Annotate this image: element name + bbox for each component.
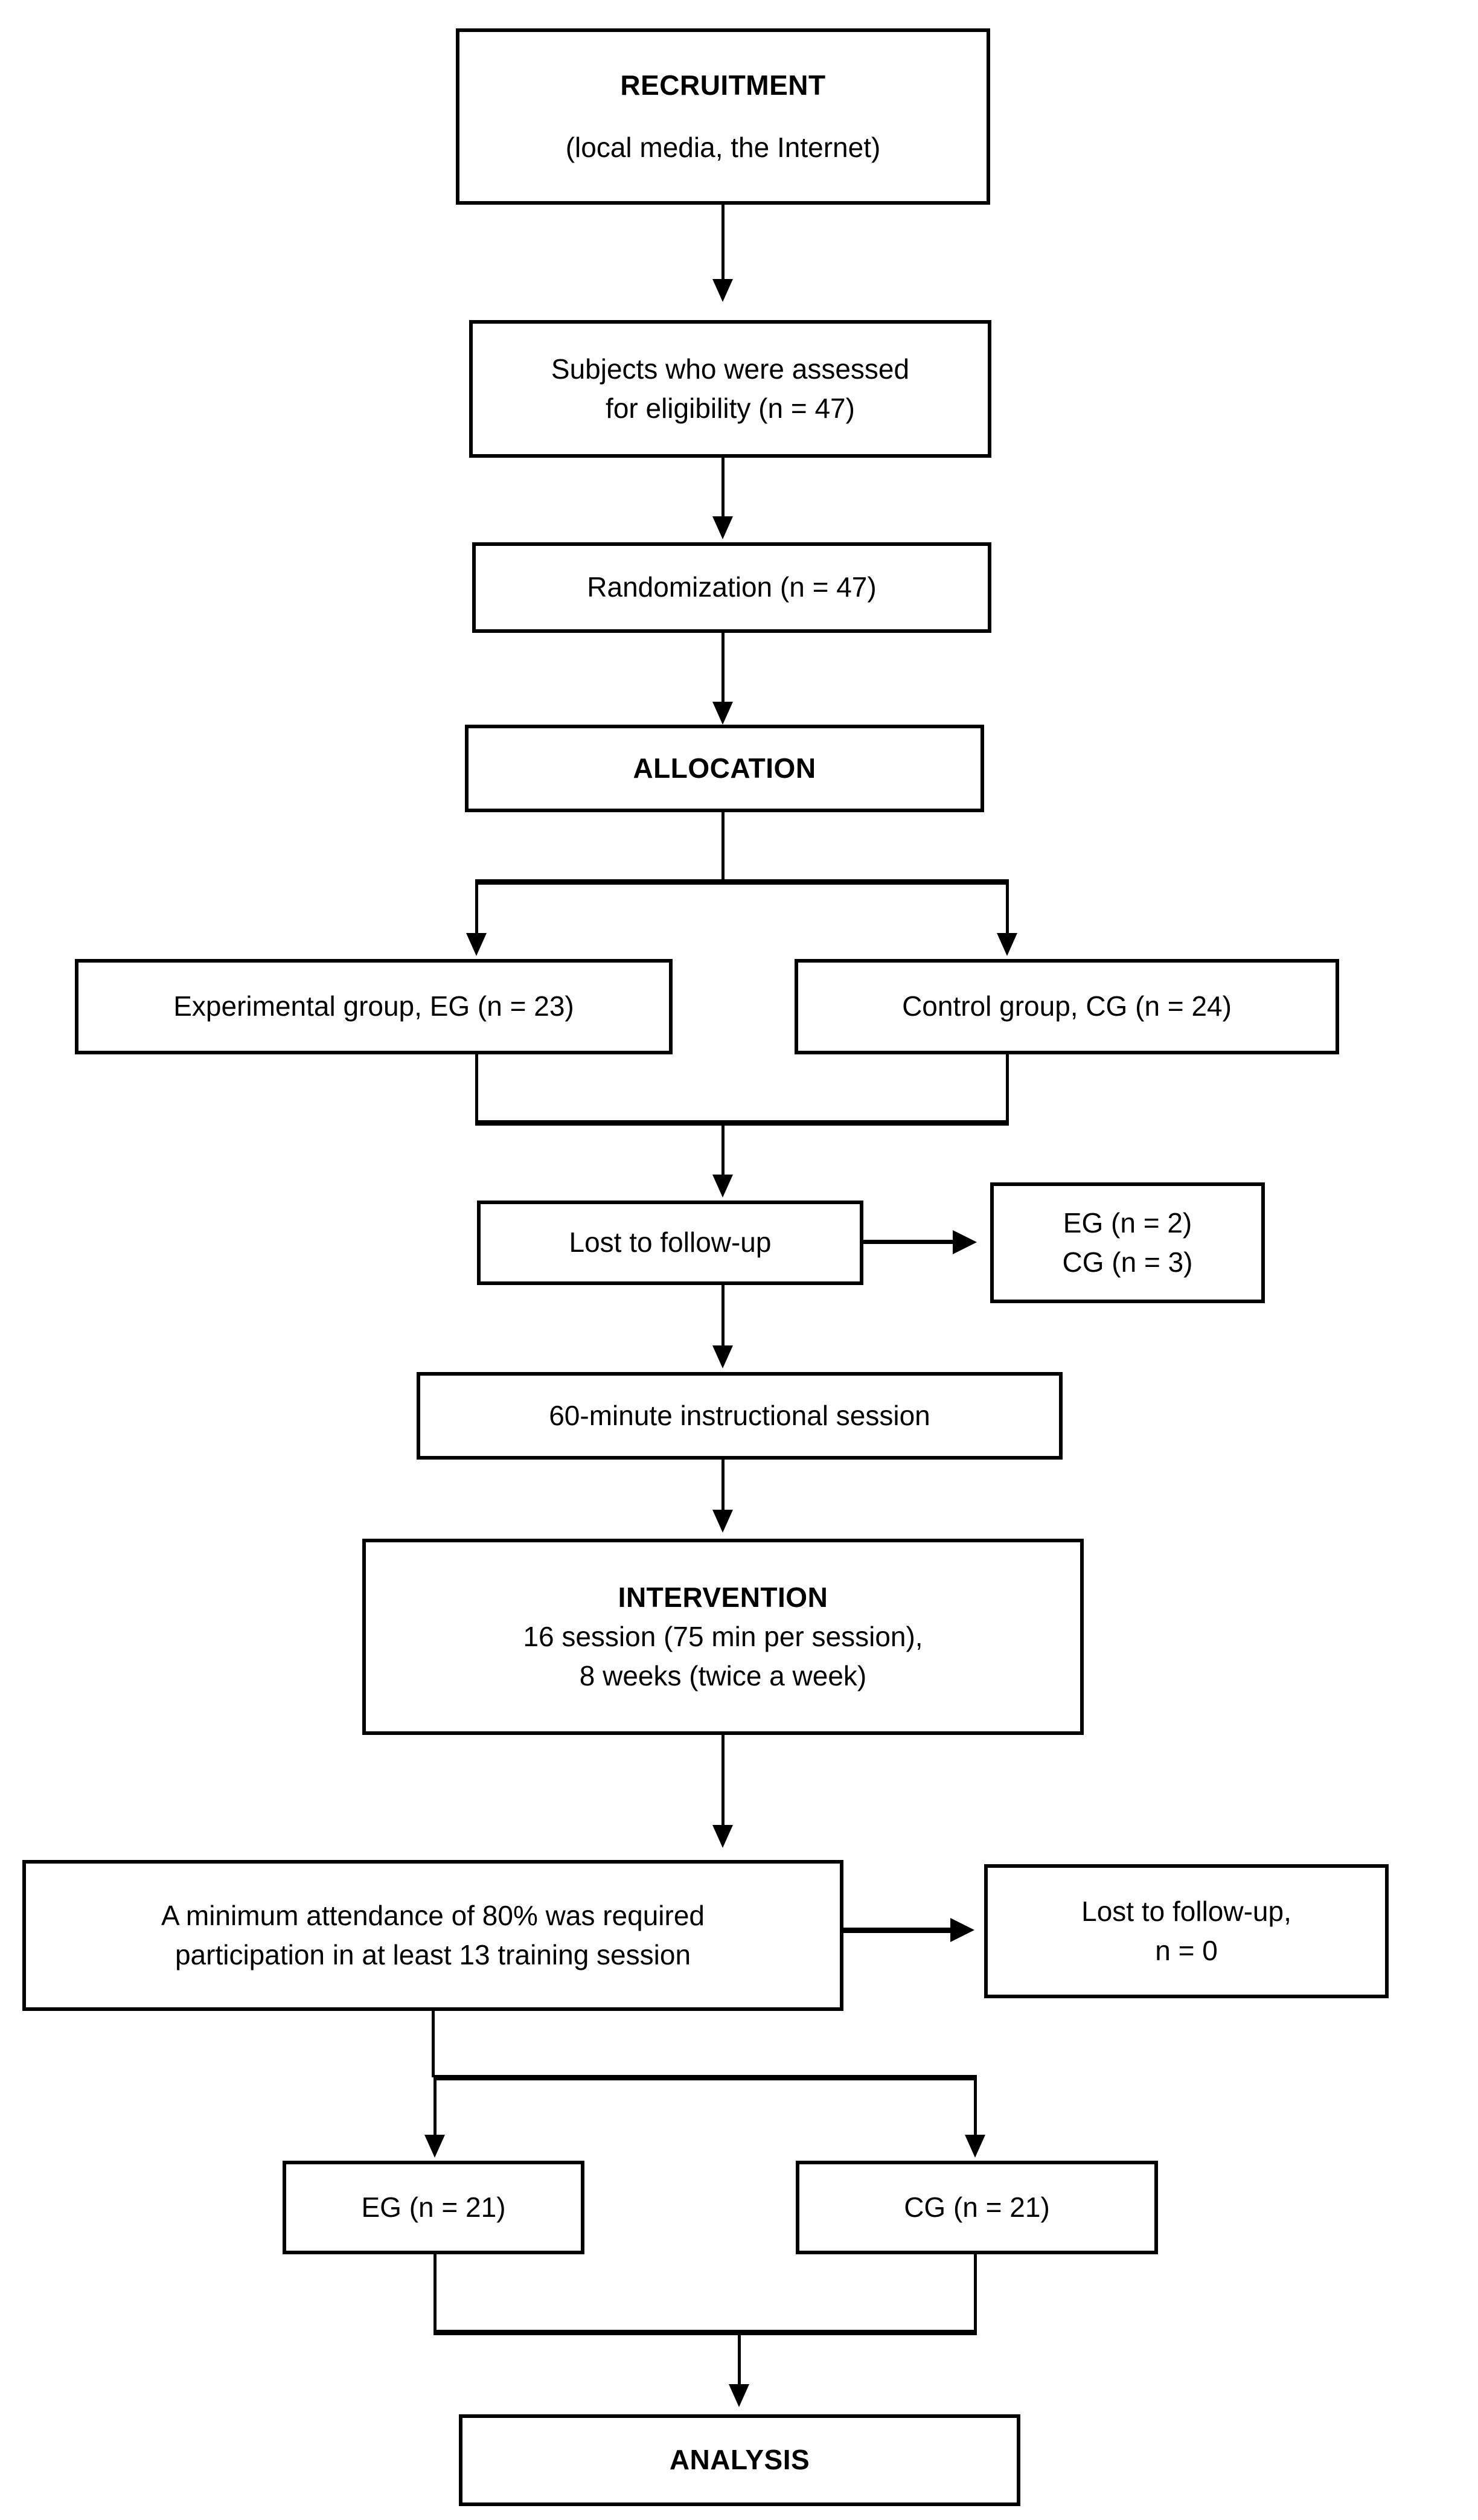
connector-eg-down bbox=[475, 1054, 478, 1124]
control-group-line1: Control group, CG (n = 24) bbox=[902, 990, 1232, 1022]
lost-followup-2-line1: Lost to follow-up, bbox=[1081, 1895, 1291, 1927]
connector-intervention-attendance bbox=[721, 1735, 725, 1832]
node-eligibility: Subjects who were assessed for eligibili… bbox=[469, 320, 991, 458]
node-allocation: ALLOCATION bbox=[465, 725, 984, 812]
connector-merge-groups bbox=[475, 1120, 1009, 1126]
node-randomization: Randomization (n = 47) bbox=[472, 542, 991, 633]
connector-cg-final-down bbox=[974, 2254, 977, 2333]
node-recruitment: RECRUITMENT (local media, the Internet) bbox=[456, 28, 990, 205]
node-cg-final: CG (n = 21) bbox=[796, 2161, 1158, 2254]
connector-lost-followup-1-side bbox=[863, 1240, 954, 1244]
eg-final-line1: EG (n = 21) bbox=[361, 2191, 506, 2223]
arrow-recruitment-eligibility bbox=[712, 279, 733, 302]
connector-final-right-drop bbox=[974, 2075, 977, 2144]
arrow-intervention-attendance bbox=[712, 1825, 733, 1848]
connector-allocation-right-drop bbox=[1006, 879, 1009, 943]
analysis-heading: ANALYSIS bbox=[669, 2444, 810, 2476]
connector-attendance-side bbox=[843, 1928, 952, 1933]
connector-eg-final-down bbox=[433, 2254, 437, 2333]
node-analysis: ANALYSIS bbox=[459, 2414, 1020, 2506]
connector-allocation-stem bbox=[721, 812, 725, 882]
arrow-attendance-lost-followup-2 bbox=[950, 1918, 974, 1942]
randomization-line1: Randomization (n = 47) bbox=[587, 571, 877, 603]
allocation-heading: ALLOCATION bbox=[633, 752, 816, 784]
eligibility-line1: Subjects who were assessed bbox=[551, 353, 910, 385]
intervention-line2: 8 weeks (twice a week) bbox=[579, 1660, 867, 1692]
connector-instructional-intervention bbox=[721, 1460, 725, 1517]
arrow-final-eg bbox=[424, 2135, 445, 2158]
connector-allocation-split bbox=[475, 879, 1009, 885]
connector-analysis-stem bbox=[738, 2330, 741, 2393]
attendance-requirement-line2: participation in at least 13 training se… bbox=[174, 1939, 691, 1970]
recruitment-detail: (local media, the Internet) bbox=[565, 132, 881, 163]
connector-lost-followup-instructional bbox=[721, 1285, 725, 1355]
arrow-allocation-experimental bbox=[466, 933, 487, 956]
arrow-instructional-intervention bbox=[712, 1510, 733, 1533]
arrow-lost-followup-instructional bbox=[712, 1345, 733, 1368]
node-eg-final: EG (n = 21) bbox=[283, 2161, 584, 2254]
connector-merge-final bbox=[433, 2330, 977, 2335]
instructional-session-line1: 60-minute instructional session bbox=[549, 1399, 930, 1431]
connector-final-left-drop bbox=[433, 2075, 437, 2144]
attendance-requirement-line1: A minimum attendance of 80% was required bbox=[161, 1899, 705, 1931]
arrow-final-cg bbox=[965, 2135, 985, 2158]
node-lost-followup-1-counts: EG (n = 2) CG (n = 3) bbox=[990, 1182, 1265, 1303]
lost-followup-1-line1: Lost to follow-up bbox=[569, 1226, 772, 1258]
lost-followup-1-counts-line1: EG (n = 2) bbox=[1063, 1207, 1192, 1239]
arrow-merge-lost-followup bbox=[712, 1175, 733, 1197]
experimental-group-line1: Experimental group, EG (n = 23) bbox=[173, 990, 574, 1022]
cg-final-line1: CG (n = 21) bbox=[904, 2191, 1050, 2223]
arrow-allocation-control bbox=[997, 933, 1017, 956]
lost-followup-2-line2: n = 0 bbox=[1155, 1935, 1218, 1966]
connector-eligibility-randomization bbox=[721, 458, 725, 525]
connector-final-split bbox=[433, 2075, 977, 2080]
connector-attendance-stem bbox=[432, 2011, 435, 2077]
intervention-line1: 16 session (75 min per session), bbox=[523, 1620, 923, 1652]
eligibility-line2: for eligibility (n = 47) bbox=[606, 393, 855, 424]
connector-merge-stem bbox=[721, 1120, 725, 1184]
connector-recruitment-eligibility bbox=[721, 205, 725, 289]
arrow-randomization-allocation bbox=[712, 702, 733, 725]
connector-allocation-left-drop bbox=[475, 879, 478, 943]
node-lost-followup-1: Lost to follow-up bbox=[477, 1201, 863, 1285]
connector-cg-down bbox=[1006, 1054, 1009, 1124]
node-experimental-group: Experimental group, EG (n = 23) bbox=[75, 959, 673, 1054]
node-instructional-session: 60-minute instructional session bbox=[417, 1372, 1063, 1460]
node-lost-followup-2: Lost to follow-up, n = 0 bbox=[984, 1864, 1389, 1998]
arrow-eligibility-randomization bbox=[712, 516, 733, 539]
arrow-merge-analysis bbox=[729, 2384, 749, 2407]
node-control-group: Control group, CG (n = 24) bbox=[795, 959, 1339, 1054]
arrow-lost-followup-1-counts bbox=[953, 1230, 977, 1254]
recruitment-heading: RECRUITMENT bbox=[620, 69, 826, 101]
lost-followup-1-counts-line2: CG (n = 3) bbox=[1062, 1246, 1193, 1278]
node-attendance-requirement: A minimum attendance of 80% was required… bbox=[22, 1860, 843, 2011]
connector-randomization-allocation bbox=[721, 633, 725, 711]
intervention-heading: INTERVENTION bbox=[618, 1581, 828, 1613]
node-intervention: INTERVENTION 16 session (75 min per sess… bbox=[362, 1539, 1084, 1735]
